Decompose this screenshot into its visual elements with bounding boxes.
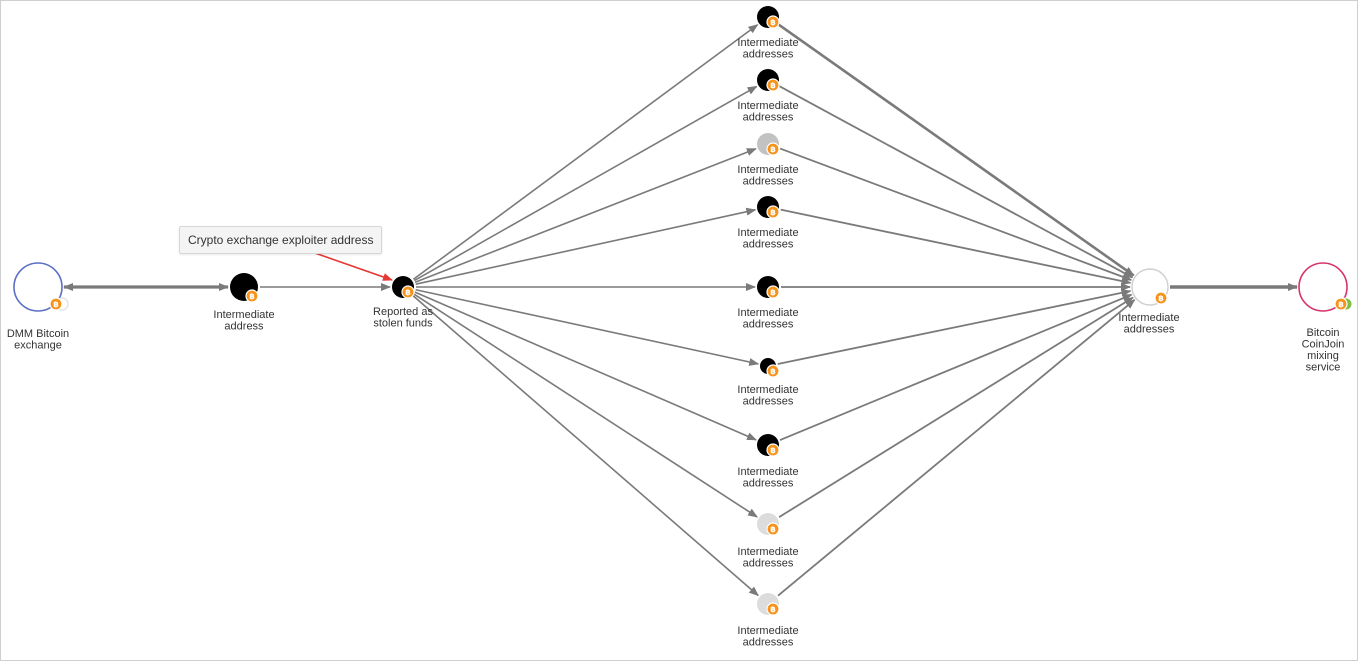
bitcoin-badge-icon <box>49 297 63 311</box>
label-mid-2-line-0: Intermediate <box>737 164 798 176</box>
label-mid-0-line-0: Intermediate <box>737 37 798 49</box>
label-mid-6-line-1: addresses <box>743 478 794 490</box>
label-dmm-line-0: DMM Bitcoin <box>7 328 69 340</box>
bitcoin-symbol: ฿ <box>770 367 776 376</box>
bitcoin-badge-icon <box>766 78 780 92</box>
bitcoin-badge-icon <box>766 602 780 616</box>
edge-reported-to-mid-2 <box>414 147 757 284</box>
bitcoin-badge-icon <box>766 285 780 299</box>
label-intermediate-address-line-0: Intermediate <box>213 309 274 321</box>
bitcoin-symbol: ฿ <box>53 300 59 309</box>
bitcoin-symbol: ฿ <box>1158 294 1164 303</box>
bitcoin-badge-icon <box>401 285 415 299</box>
edge-mid-7-to-aggregate <box>778 296 1134 518</box>
bitcoin-symbol: ฿ <box>770 208 776 217</box>
label-coinjoin-line-1: CoinJoin <box>1302 339 1345 351</box>
label-mid-5-line-0: Intermediate <box>737 384 798 396</box>
edge-mid-8-to-aggregate <box>777 299 1136 597</box>
edge-mid-1-to-aggregate <box>779 85 1134 279</box>
bitcoin-badge-icon <box>1154 291 1168 305</box>
label-mid-7-line-1: addresses <box>743 558 794 570</box>
bitcoin-symbol: ฿ <box>405 288 411 297</box>
edge-reported-to-mid-1 <box>413 85 758 282</box>
bitcoin-badge-icon <box>766 522 780 536</box>
edge-mid-2-to-aggregate <box>779 147 1133 281</box>
label-mid-4-line-1: addresses <box>743 319 794 331</box>
label-mid-7-line-0: Intermediate <box>737 546 798 558</box>
label-mid-4-line-0: Intermediate <box>737 307 798 319</box>
bitcoin-symbol: ฿ <box>770 605 776 614</box>
edge-reported-to-mid-5 <box>415 288 760 366</box>
exploiter-callout: Crypto exchange exploiter address <box>179 226 383 254</box>
label-mid-6-line-0: Intermediate <box>737 466 798 478</box>
bitcoin-badge-icon <box>766 364 780 378</box>
bitcoin-symbol: ฿ <box>770 18 776 27</box>
bitcoin-symbol: ฿ <box>770 145 776 154</box>
bitcoin-symbol: ฿ <box>770 288 776 297</box>
bitcoin-symbol: ฿ <box>770 81 776 90</box>
label-coinjoin-line-3: service <box>1306 362 1341 374</box>
edge-reported-to-mid-6 <box>414 291 757 441</box>
node-dmm-bitcoin-exchange <box>13 262 63 312</box>
bitcoin-badge-icon <box>245 289 259 303</box>
label-mid-0-line-1: addresses <box>743 49 794 61</box>
label-mid-5-line-1: addresses <box>743 396 794 408</box>
label-reported-line-1: stolen funds <box>373 318 433 330</box>
label-mid-1-line-1: addresses <box>743 112 794 124</box>
edge-reported-to-mid-0 <box>412 24 759 280</box>
label-dmm-line-1: exchange <box>14 340 62 352</box>
bitcoin-badge-icon <box>766 443 780 457</box>
label-coinjoin-line-0: Bitcoin <box>1306 327 1339 339</box>
label-mid-1-line-0: Intermediate <box>737 100 798 112</box>
bitcoin-badge-icon <box>766 15 780 29</box>
label-aggregate-line-0: Intermediate <box>1118 312 1179 324</box>
edge-mid-0-to-aggregate <box>777 23 1135 277</box>
label-mid-3-line-0: Intermediate <box>737 227 798 239</box>
edge-reported-to-mid-7 <box>413 293 758 518</box>
edge-mid-5-to-aggregate <box>777 288 1132 365</box>
label-coinjoin-line-2: mixing <box>1307 350 1339 362</box>
label-reported-line-0: Reported as <box>373 306 433 318</box>
bitcoin-badge-icon <box>1334 297 1348 311</box>
node-bitcoin-coinjoin <box>1298 262 1348 312</box>
label-mid-8-line-1: addresses <box>743 637 794 649</box>
edge-mid-3-to-aggregate <box>780 208 1132 285</box>
bitcoin-symbol: ฿ <box>770 525 776 534</box>
bitcoin-symbol: ฿ <box>1338 300 1344 309</box>
edge-reported-to-mid-8 <box>412 294 759 597</box>
edge-mid-6-to-aggregate <box>779 293 1133 441</box>
bitcoin-badge-icon <box>766 142 780 156</box>
label-intermediate-address-line-1: address <box>224 321 264 333</box>
callout-arrow <box>311 251 393 281</box>
edge-reported-to-mid-3 <box>415 207 757 285</box>
bitcoin-symbol: ฿ <box>249 292 255 301</box>
label-mid-8-line-0: Intermediate <box>737 625 798 637</box>
bitcoin-badge-icon <box>766 205 780 219</box>
label-mid-3-line-1: addresses <box>743 239 794 251</box>
bitcoin-symbol: ฿ <box>770 446 776 455</box>
label-aggregate-line-1: addresses <box>1124 324 1175 336</box>
label-mid-2-line-1: addresses <box>743 176 794 188</box>
